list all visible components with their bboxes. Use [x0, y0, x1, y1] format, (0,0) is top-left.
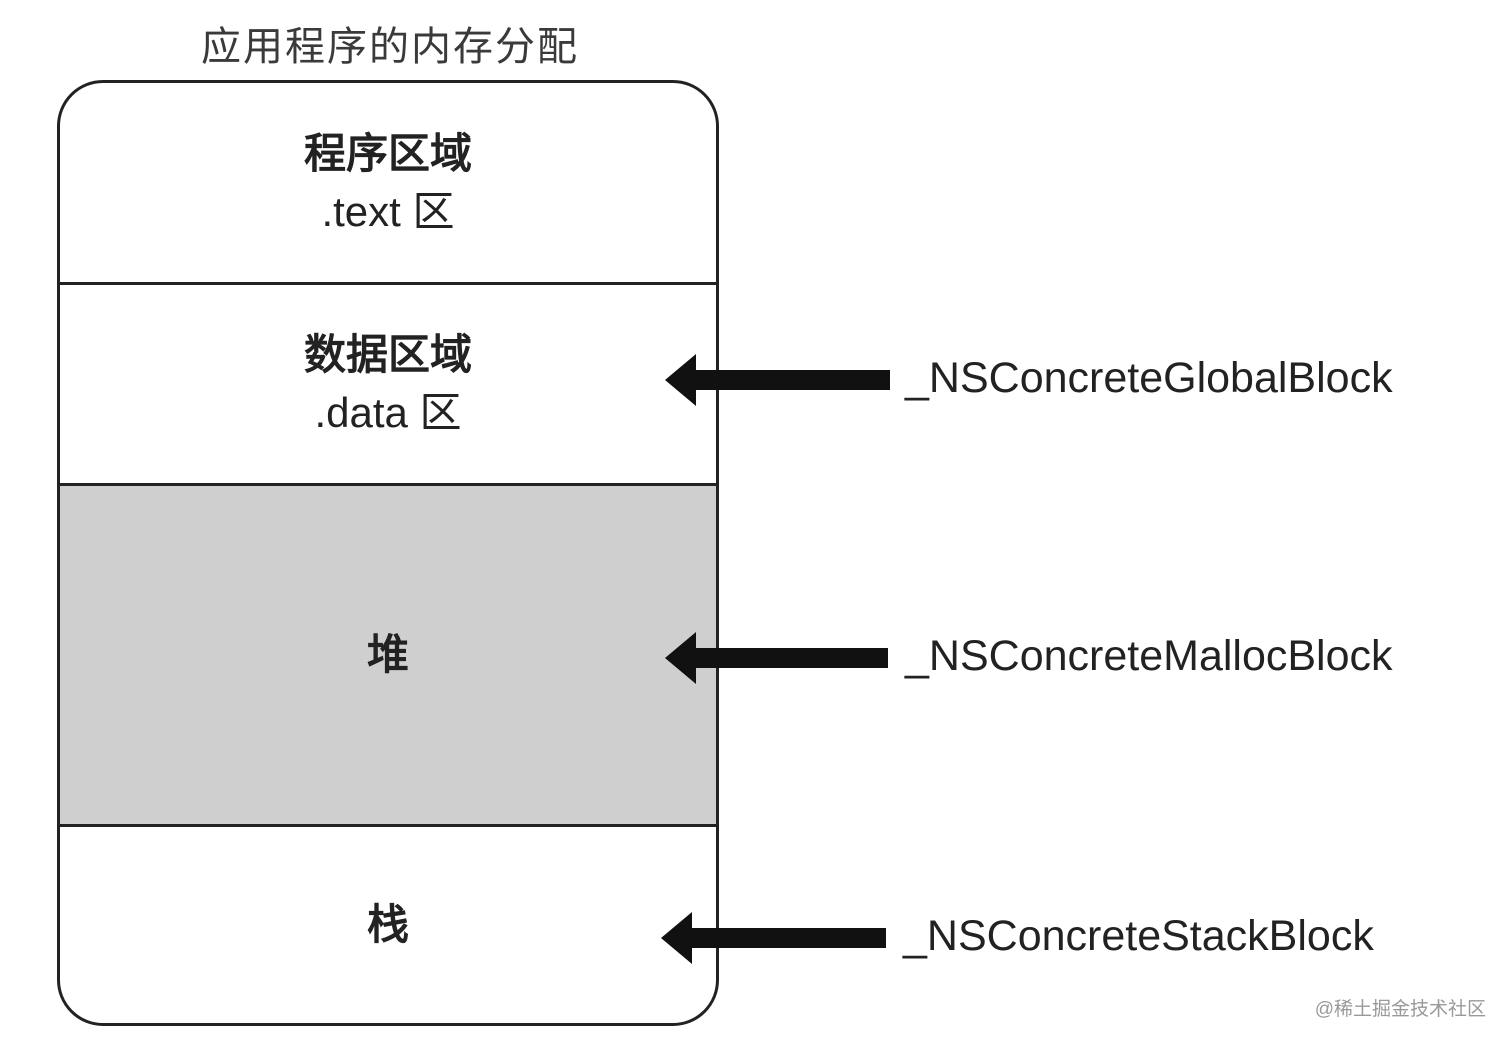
section-data-name: 数据区域 [303, 331, 472, 378]
section-heap-name: 堆 [366, 631, 409, 678]
section-stack-name: 栈 [366, 901, 409, 948]
section-stack: 栈 [60, 827, 716, 1023]
pointer-label-malloc: _NSConcreteMallocBlock [905, 632, 1393, 680]
pointer-label-stack: _NSConcreteStackBlock [903, 912, 1374, 960]
arrow-left-icon [661, 912, 886, 964]
section-heap: 堆 [60, 486, 716, 824]
pointer-label-global: _NSConcreteGlobalBlock [905, 354, 1393, 402]
section-text-sub: .text 区 [321, 187, 455, 235]
diagram-title: 应用程序的内存分配 [201, 25, 579, 69]
divider [60, 483, 716, 486]
section-text-name: 程序区域 [303, 129, 472, 177]
memory-layout-box: 程序区域 .text 区 数据区域 .data 区 堆 栈 [57, 80, 719, 1026]
section-text: 程序区域 .text 区 [60, 83, 716, 282]
arrow-left-icon [665, 632, 888, 684]
arrow-left-icon [665, 354, 890, 406]
watermark: @稀土掘金技术社区 [1314, 999, 1486, 1020]
section-data: 数据区域 .data 区 [60, 285, 716, 483]
divider [60, 824, 716, 827]
divider [60, 282, 716, 285]
section-data-sub: .data 区 [314, 389, 462, 436]
